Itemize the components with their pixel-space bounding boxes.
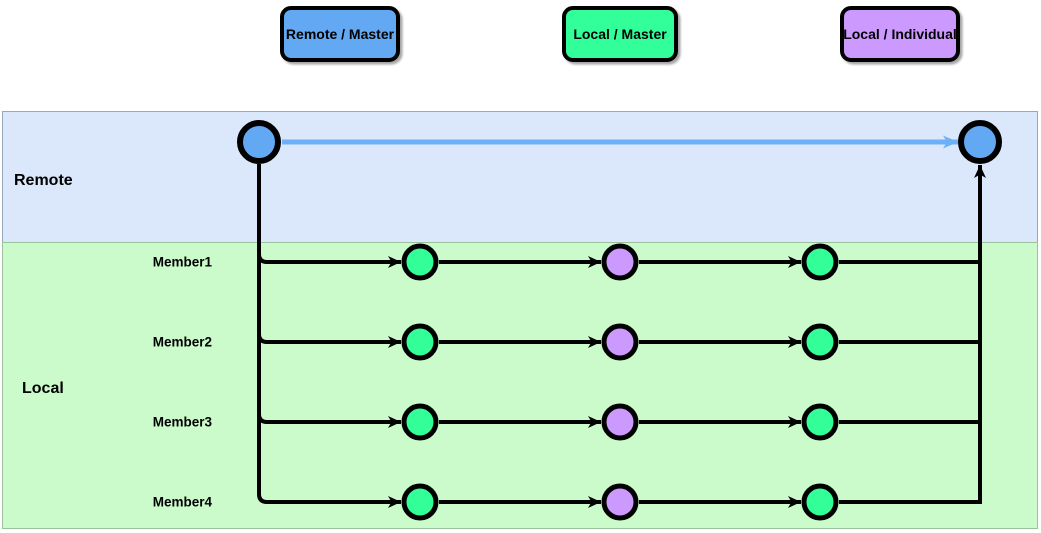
legend: Remote / Master Local / Master Local / I… [280, 6, 960, 62]
remote-master-end-node [958, 120, 1002, 164]
local-individual-node [601, 403, 639, 441]
legend-local-individual-box [840, 6, 960, 62]
local-master-node [401, 403, 439, 441]
edge-branch-to-node [257, 253, 401, 268]
local-master-node [401, 243, 439, 281]
local-master-node [401, 483, 439, 521]
member3-label: Member3 [153, 415, 213, 430]
local-master-node [801, 243, 839, 281]
remote-master-start-node [237, 120, 281, 164]
member-row-4: Member4 [153, 483, 982, 521]
left-trunk-edge [257, 164, 268, 504]
legend-local-master-label: Local / Master [573, 26, 667, 42]
remote-lane-label: Remote [14, 172, 73, 189]
local-master-node [801, 483, 839, 521]
legend-remote-master-box [280, 6, 400, 62]
local-individual-node [601, 323, 639, 361]
local-individual-node [601, 243, 639, 281]
edge-branch-to-node [257, 333, 401, 348]
member-row-1: Member1 [153, 243, 982, 281]
local-lane [2, 242, 1038, 529]
legend-remote-master-label: Remote / Master [286, 26, 395, 42]
remote-lane [2, 111, 1038, 243]
local-lane-label: Local [22, 380, 64, 397]
local-master-node [801, 323, 839, 361]
member2-label: Member2 [153, 335, 212, 350]
edge-branch-to-node [257, 413, 401, 428]
member4-label: Member4 [153, 495, 213, 510]
local-master-node [801, 403, 839, 441]
legend-local-master-box [562, 6, 678, 62]
local-master-node [401, 323, 439, 361]
member-row-3: Member3 [153, 403, 982, 441]
member1-label: Member1 [153, 255, 213, 270]
legend-local-individual-label: Local / Individual [843, 26, 957, 42]
member-row-2: Member2 [153, 323, 982, 361]
local-individual-node [601, 483, 639, 521]
